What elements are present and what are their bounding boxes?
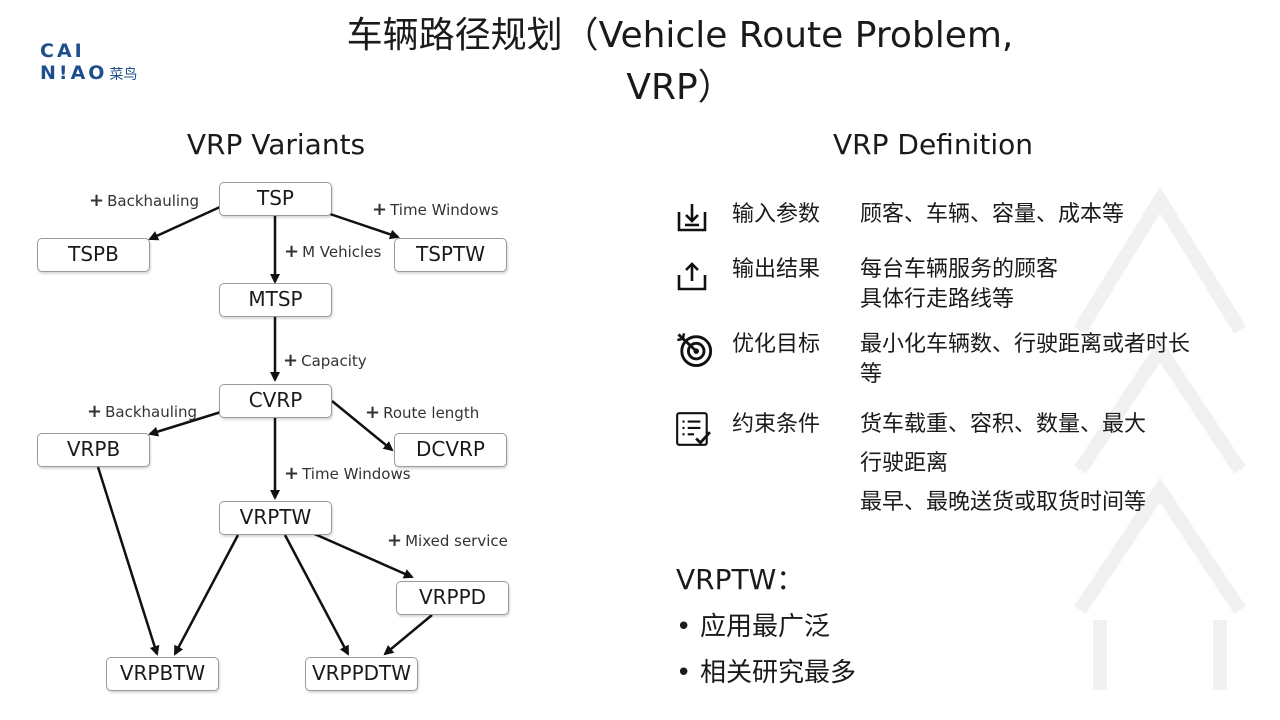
node-dcvrp: DCVRP bbox=[394, 433, 507, 467]
label-time-windows-1: +Time Windows bbox=[372, 199, 499, 220]
node-vrpb: VRPB bbox=[37, 433, 150, 467]
vrptw-heading: VRPTW： bbox=[676, 563, 805, 596]
def-text-objective: 最小化车辆数、行驶距离或者时长 等 bbox=[860, 330, 1230, 390]
bullet-dot: • bbox=[676, 658, 692, 688]
variants-diagram-edges bbox=[96, 205, 433, 656]
plus-icon: + bbox=[283, 350, 299, 371]
watermark-logo bbox=[1074, 186, 1246, 690]
def-text-line: 最小化车辆数、行驶距离或者时长 bbox=[860, 332, 1191, 357]
def-text-line: 最早、最晚送货或取货时间等 bbox=[860, 490, 1147, 515]
def-row-objective: 优化目标 最小化车辆数、行驶距离或者时长 等 bbox=[674, 330, 1234, 394]
label-text: Time Windows bbox=[390, 201, 499, 219]
list-item: • 相关研究最多 bbox=[676, 653, 856, 699]
label-capacity: +Capacity bbox=[283, 350, 367, 371]
variants-heading: VRP Variants bbox=[186, 128, 366, 161]
list-item-text: 相关研究最多 bbox=[700, 658, 857, 688]
title-line2: VRP） bbox=[626, 67, 734, 108]
edge-vrpb-vrpbtw bbox=[96, 466, 160, 656]
page-title: 车辆路径规划（Vehicle Route Problem, VRP） bbox=[280, 10, 1080, 114]
def-row-constraints: 约束条件 货车载重、容积、数量、最大 行驶距离 最早、最晚送货或取货时间等 bbox=[674, 410, 1234, 520]
edge-tsp-tsptw bbox=[329, 212, 400, 240]
plus-icon: + bbox=[87, 401, 103, 422]
plus-icon: + bbox=[284, 241, 300, 262]
checklist-icon bbox=[676, 412, 711, 446]
edge-vrptw-vrppdtw bbox=[283, 534, 350, 656]
title-line1: 车辆路径规划（Vehicle Route Problem, bbox=[346, 15, 1014, 56]
edge-vrptw-vrpbtw bbox=[173, 534, 240, 656]
def-label-input: 输入参数 bbox=[732, 202, 821, 227]
edge-vrppd-vrppdtw bbox=[383, 614, 433, 656]
plus-icon: + bbox=[89, 190, 105, 211]
def-text-output: 每台车辆服务的顾客 具体行走路线等 bbox=[860, 255, 1230, 315]
def-text-constraints: 货车载重、容积、数量、最大 行驶距离 最早、最晚送货或取货时间等 bbox=[860, 410, 1230, 527]
node-mtsp: MTSP bbox=[219, 283, 332, 317]
node-tsp: TSP bbox=[219, 182, 332, 216]
label-mixed-service: +Mixed service bbox=[387, 530, 508, 551]
def-row-input: 输入参数 顾客、车辆、容量、成本等 bbox=[674, 200, 1234, 236]
label-m-vehicles: +M Vehicles bbox=[284, 241, 381, 262]
upload-tray-icon bbox=[677, 262, 707, 291]
label-text: Mixed service bbox=[405, 532, 508, 550]
def-text-line: 具体行走路线等 bbox=[860, 287, 1015, 312]
def-text-line: 货车载重、容积、数量、最大 bbox=[860, 412, 1147, 437]
list-item: • 应用最广泛 bbox=[676, 607, 856, 653]
list-item-text: 应用最广泛 bbox=[700, 612, 831, 642]
def-text-line: 行驶距离 bbox=[860, 451, 949, 476]
logo-line2-text: N!AO bbox=[40, 62, 108, 84]
bullet-dot: • bbox=[676, 612, 692, 642]
edge-vrptw-vrppd bbox=[309, 530, 414, 579]
logo-chinese: 菜鸟 bbox=[109, 67, 138, 83]
label-text: Backhauling bbox=[107, 192, 200, 210]
logo-line1: CAI bbox=[40, 40, 85, 62]
plus-icon: + bbox=[284, 463, 300, 484]
edge-cvrp-vrpb bbox=[148, 410, 222, 437]
plus-icon: + bbox=[387, 530, 403, 551]
node-vrppdtw: VRPPDTW bbox=[305, 657, 418, 691]
label-route-length: +Route length bbox=[365, 402, 479, 423]
node-cvrp: CVRP bbox=[219, 384, 332, 418]
label-text: Capacity bbox=[301, 352, 367, 370]
def-label-objective: 优化目标 bbox=[732, 332, 821, 357]
node-tspb: TSPB bbox=[37, 238, 150, 272]
label-text: Time Windows bbox=[302, 465, 411, 483]
label-backhauling-1: +Backhauling bbox=[89, 190, 199, 211]
def-text-input: 顾客、车辆、容量、成本等 bbox=[860, 200, 1230, 230]
plus-icon: + bbox=[365, 402, 381, 423]
target-icon bbox=[677, 333, 713, 367]
label-backhauling-2: +Backhauling bbox=[87, 401, 197, 422]
definition-heading: VRP Definition bbox=[833, 128, 1033, 161]
def-label-output: 输出结果 bbox=[732, 257, 821, 282]
edge-cvrp-dcvrp bbox=[331, 400, 394, 452]
label-time-windows-2: +Time Windows bbox=[284, 463, 411, 484]
node-vrptw: VRPTW bbox=[219, 501, 332, 535]
vrptw-bullets: • 应用最广泛 • 相关研究最多 bbox=[676, 607, 856, 699]
def-text-line: 顾客、车辆、容量、成本等 bbox=[860, 202, 1125, 227]
plus-icon: + bbox=[372, 199, 388, 220]
def-label-constraints: 约束条件 bbox=[732, 412, 821, 437]
node-tsptw: TSPTW bbox=[394, 238, 507, 272]
label-text: Backhauling bbox=[105, 403, 198, 421]
download-tray-icon bbox=[677, 204, 707, 232]
edge-tsp-tspb bbox=[148, 205, 221, 241]
node-vrppd: VRPPD bbox=[396, 581, 509, 615]
node-vrpbtw: VRPBTW bbox=[106, 657, 219, 691]
def-text-line: 等 bbox=[860, 362, 883, 387]
def-row-output: 输出结果 每台车辆服务的顾客 具体行走路线等 bbox=[674, 255, 1234, 319]
label-text: M Vehicles bbox=[302, 243, 382, 261]
label-text: Route length bbox=[383, 404, 480, 422]
def-text-line: 每台车辆服务的顾客 bbox=[860, 257, 1059, 282]
